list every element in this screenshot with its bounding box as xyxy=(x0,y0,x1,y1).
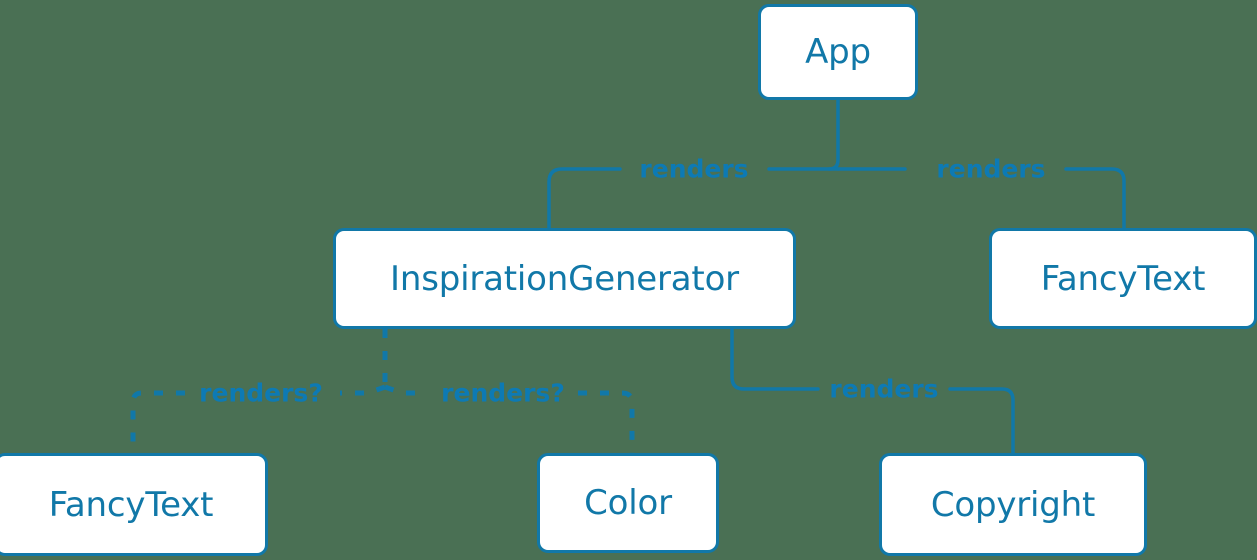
node-app[interactable]: App xyxy=(758,4,918,100)
edge-app-to-fancytext-right xyxy=(1064,167,1126,230)
edge-inspirationgenerator-to-fancytext-dashed-tail xyxy=(130,390,185,453)
edge-app-to-inspirationgenerator-left xyxy=(547,167,622,230)
node-inspirationgenerator-label: InspirationGenerator xyxy=(390,258,739,299)
node-fancytext-bottom-label: FancyText xyxy=(48,484,214,525)
node-inspirationgenerator[interactable]: InspirationGenerator xyxy=(333,228,796,329)
edge-inspirationgenerator-to-color-dashed xyxy=(384,384,420,396)
edge-app-stem xyxy=(827,98,840,171)
edge-label-inspirationgenerator-color: renders? xyxy=(441,378,565,408)
edge-inspirationgenerator-to-color-dashed-tail xyxy=(578,390,635,453)
node-color[interactable]: Color xyxy=(537,453,719,553)
edge-inspirationgenerator-to-copyright-left xyxy=(730,327,820,391)
edge-inspirationgenerator-to-fancytext-dashed xyxy=(340,384,386,396)
node-fancytext-top-label: FancyText xyxy=(1040,258,1206,299)
node-color-label: Color xyxy=(584,483,672,523)
node-app-label: App xyxy=(805,32,871,72)
edge-label-inspirationgenerator-fancytext: renders? xyxy=(199,378,323,408)
edge-label-inspirationgenerator-copyright: renders xyxy=(829,374,939,404)
edge-inspirationgenerator-to-copyright-right xyxy=(948,387,1015,455)
edge-label-app-fancytext: renders xyxy=(936,154,1046,184)
edge-label-app-inspirationgenerator: renders xyxy=(639,154,749,184)
node-fancytext-bottom[interactable]: FancyText xyxy=(0,453,268,556)
node-copyright[interactable]: Copyright xyxy=(879,453,1147,556)
node-copyright-label: Copyright xyxy=(930,484,1096,525)
node-fancytext-top[interactable]: FancyText xyxy=(989,228,1257,329)
